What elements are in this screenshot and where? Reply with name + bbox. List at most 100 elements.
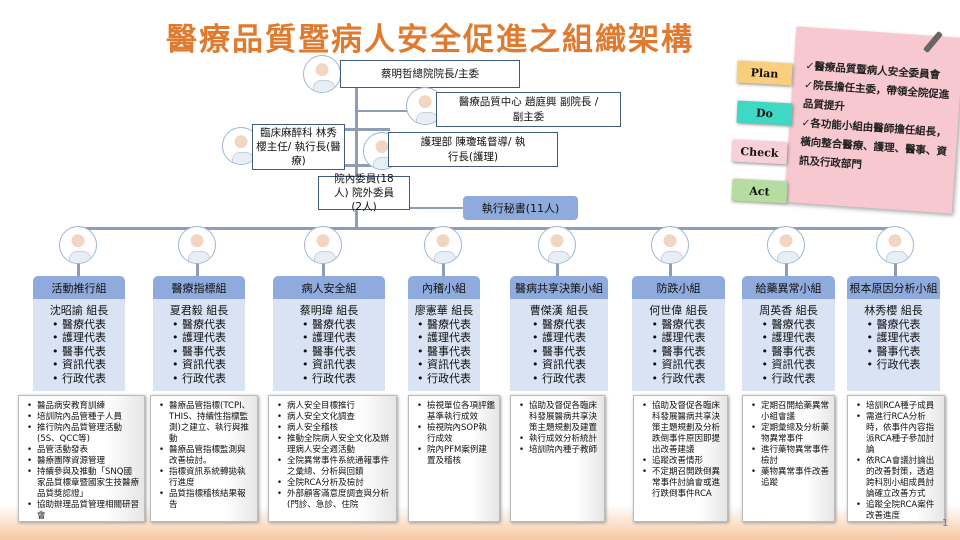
- member-item: 醫療代表: [172, 318, 226, 332]
- member-item: 醫事代表: [417, 345, 471, 359]
- group-leader-photo: [59, 226, 97, 264]
- task-item: 品質指標稽核結果報告: [159, 489, 253, 511]
- task-item: 藥物異常事件改善追蹤: [751, 467, 830, 489]
- chair-photo: [303, 55, 341, 93]
- member-item: 行政代表: [652, 372, 706, 386]
- exec-nursing-box: 護理部 陳瓊瑤督導/ 執行長(護理): [388, 132, 558, 167]
- vice-chair-box: 醫療品質中心 趙庭興 副院長 /副主委: [436, 92, 621, 127]
- member-item: 行政代表: [867, 358, 921, 372]
- task-item: 定期召開給藥異常小組會議: [751, 401, 830, 423]
- task-item: 協助及督促各臨床科發展醫病共享決策主題規劃及分析跌倒事件原因即提出改善建議: [642, 401, 723, 456]
- task-item: 病人安全目標推行: [277, 401, 392, 412]
- task-item: 指標資訊系統轉拋執行進度: [159, 467, 253, 489]
- member-item: 護理代表: [652, 331, 706, 345]
- member-item: 醫療代表: [652, 318, 706, 332]
- member-item: 護理代表: [417, 331, 471, 345]
- member-item: 護理代表: [532, 331, 586, 345]
- task-item: 醫療品管指標監測與改善檢討。: [159, 445, 253, 467]
- connector: [345, 128, 390, 131]
- task-item: 進行藥物異常事件檢討: [751, 445, 830, 467]
- task-item: 院內PFM案例建置及稽核: [417, 445, 495, 467]
- pdca-note: ✓醫療品質暨病人安全委員會 ✓院長擔任主委，帶領全院促進品質提升 ✓各功能小組由…: [784, 26, 960, 214]
- task-item: 病人安全稽核: [277, 423, 392, 434]
- member-item: 資訊代表: [762, 358, 816, 372]
- group-leader-photo: [538, 226, 576, 264]
- member-item: 護理代表: [172, 331, 226, 345]
- member-item: 行政代表: [532, 372, 586, 386]
- group-leader-photo: [651, 226, 689, 264]
- task-item: 持續參與及推動「SNQ國家品質標章暨國家生技醫療品質獎認證」: [27, 467, 140, 500]
- task-list: 定期召開給藥異常小組會議定期彙總及分析藥物異常事件進行藥物異常事件檢討藥物異常事…: [751, 401, 830, 489]
- member-item: 醫療代表: [762, 318, 816, 332]
- member-list: 醫療代表護理代表醫事代表行政代表: [867, 318, 921, 372]
- connector: [345, 164, 390, 167]
- group-header: 給藥異常小組: [742, 276, 835, 299]
- group-body: 蔡明瑋 組長醫療代表護理代表醫事代表資訊代表行政代表: [273, 299, 385, 391]
- member-list: 醫療代表護理代表醫事代表資訊代表行政代表: [417, 318, 471, 386]
- pdca-plan-tab: Plan: [736, 60, 793, 86]
- group-header: 防跌小組: [632, 276, 725, 299]
- exec-medical-box: 臨床麻醉科 林秀櫻主任/ 執行長(醫療): [252, 124, 345, 170]
- task-list: 醫品病安教育訓練培訓院內品管種子人員推行院內品質管理活動(5S、QCC等)品管活…: [27, 401, 140, 521]
- member-item: 護理代表: [302, 331, 356, 345]
- page-title: 醫療品質暨病人安全促進之組織架構: [166, 22, 694, 58]
- member-item: 護理代表: [762, 331, 816, 345]
- group-header: 醫療指標組: [153, 276, 245, 299]
- member-list: 醫療代表護理代表醫事代表資訊代表行政代表: [52, 318, 106, 386]
- group-leader: 夏君毅 組長: [169, 304, 229, 317]
- task-item: 推行院內品質管理活動(5S、QCC等): [27, 423, 140, 445]
- member-item: 醫療代表: [417, 318, 471, 332]
- member-item: 醫療代表: [52, 318, 106, 332]
- member-item: 資訊代表: [652, 358, 706, 372]
- task-item: 醫品病安教育訓練: [27, 401, 140, 412]
- group-task-box: 協助及督促各臨床科發展醫病共享決策主題規劃及建置執行成效分析統計培訓院內種子教師: [510, 395, 605, 522]
- member-item: 醫事代表: [172, 345, 226, 359]
- pdca-act-tab: Act: [731, 178, 788, 204]
- member-list: 醫療代表護理代表醫事代表資訊代表行政代表: [302, 318, 356, 386]
- task-item: 協助辦理品質管理相關研習會: [27, 500, 140, 521]
- group-task-box: 定期召開給藥異常小組會議定期彙總及分析藥物異常事件進行藥物異常事件檢討藥物異常事…: [742, 395, 835, 522]
- task-item: 需進行RCA分析時，依事件內容指派RCA種子參加討論: [856, 412, 940, 456]
- connector: [355, 88, 358, 228]
- group-body: 夏君毅 組長醫療代表護理代表醫事代表資訊代表行政代表: [153, 299, 245, 391]
- task-item: 協助及督促各臨床科發展醫病共享決策主題規劃及建置: [519, 401, 600, 434]
- group-leader-photo: [876, 226, 914, 264]
- group-body: 廖憲華 組長醫療代表護理代表醫事代表資訊代表行政代表: [408, 299, 480, 391]
- task-item: 培訓院內品管種子人員: [27, 412, 140, 423]
- task-list: 培訓RCA種子成員需進行RCA分析時，依事件內容指派RCA種子參加討論依RCA會…: [856, 401, 940, 521]
- member-item: 資訊代表: [417, 358, 471, 372]
- member-item: 行政代表: [172, 372, 226, 386]
- member-item: 醫事代表: [652, 345, 706, 359]
- task-item: 追蹤全院RCA案件改善進度: [856, 500, 940, 521]
- task-item: 追蹤改善情形: [642, 456, 723, 467]
- member-item: 醫事代表: [532, 345, 586, 359]
- task-item: 全院RCA分析及檢討: [277, 478, 392, 489]
- task-item: 醫療團隊資源管理: [27, 456, 140, 467]
- member-list: 醫療代表護理代表醫事代表資訊代表行政代表: [652, 318, 706, 386]
- group-leader: 沈昭諭 組長: [49, 304, 109, 317]
- member-item: 行政代表: [52, 372, 106, 386]
- connector: [355, 110, 430, 112]
- secretary-box: 執行秘書(11人): [463, 196, 578, 220]
- group-leader: 周英香 組長: [759, 304, 818, 317]
- member-item: 醫事代表: [52, 345, 106, 359]
- connector: [78, 227, 896, 230]
- task-item: 外部顧客滿意度調查與分析(門診、急診、住院: [277, 489, 392, 511]
- task-item: 檢視院內SOP執行成效: [417, 423, 495, 445]
- group-leader: 曹傑漢 組長: [529, 304, 589, 317]
- group-task-box: 醫療品管指標(TCPI、THIS、持續性指標監測)之建立、執行與推動醫療品管指標…: [150, 395, 258, 522]
- group-task-box: 協助及督促各臨床科發展醫病共享決策主題規劃及分析跌倒事件原因即提出改善建議追蹤改…: [633, 395, 728, 522]
- member-list: 醫療代表護理代表醫事代表資訊代表行政代表: [172, 318, 226, 386]
- member-item: 醫療代表: [532, 318, 586, 332]
- member-item: 資訊代表: [302, 358, 356, 372]
- member-item: 醫療代表: [867, 318, 921, 332]
- task-item: 醫療品管指標(TCPI、THIS、持續性指標監測)之建立、執行與推動: [159, 401, 253, 445]
- task-item: 培訓RCA種子成員: [856, 401, 940, 412]
- member-item: 醫療代表: [302, 318, 356, 332]
- group-body: 何世偉 組長醫療代表護理代表醫事代表資訊代表行政代表: [632, 299, 725, 391]
- group-leader-photo: [178, 226, 216, 264]
- group-header: 醫病共享決策小組: [510, 276, 608, 299]
- group-leader-photo: [304, 226, 342, 264]
- group-task-box: 檢視單位各項評鑑基準執行成效檢視院內SOP執行成效院內PFM案例建置及稽核: [408, 395, 500, 522]
- task-item: 檢視單位各項評鑑基準執行成效: [417, 401, 495, 423]
